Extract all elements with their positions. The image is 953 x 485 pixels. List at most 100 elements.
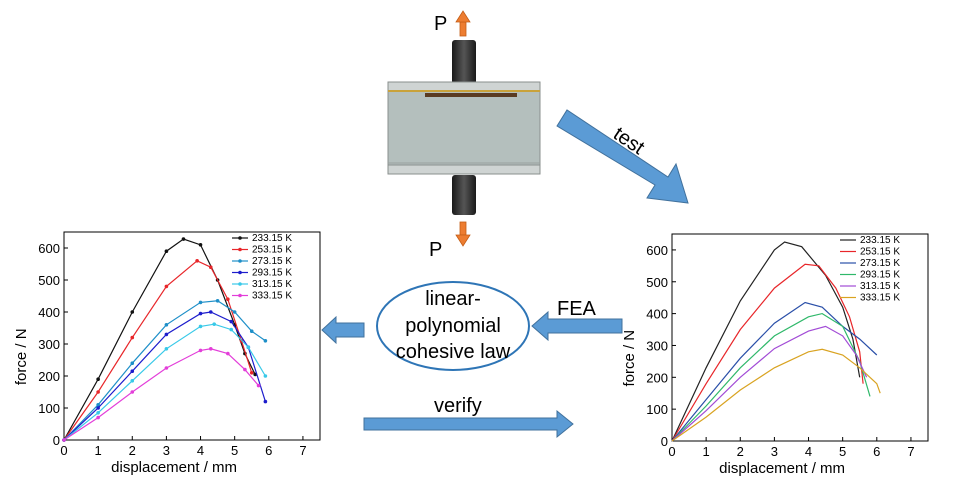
right-ytick-label: 500 bbox=[646, 275, 668, 290]
left-series-point bbox=[96, 411, 100, 415]
left-legend-marker bbox=[238, 270, 242, 275]
left-series-point bbox=[96, 406, 100, 410]
right-series-line bbox=[671, 348, 881, 442]
right-xtick-label: 1 bbox=[703, 444, 710, 459]
verify-label: verify bbox=[434, 395, 482, 417]
right-legend-label: 233.15 K bbox=[860, 235, 900, 246]
left-series-point bbox=[62, 438, 66, 442]
right-series-line bbox=[671, 325, 868, 442]
load-arrow-down bbox=[455, 221, 471, 247]
right-xaxis-label: displacement / mm bbox=[719, 460, 845, 477]
right-xtick-label: 2 bbox=[737, 444, 744, 459]
cohesive-law-line3: cohesive law bbox=[396, 341, 511, 363]
left-legend-label: 253.15 K bbox=[252, 245, 292, 256]
left-ytick-label: 500 bbox=[38, 273, 60, 288]
left-legend-label: 333.15 K bbox=[252, 291, 292, 302]
left-series-point bbox=[130, 369, 135, 374]
right-ytick-label: 300 bbox=[646, 338, 668, 353]
specimen-bottom-plate bbox=[387, 164, 541, 175]
left-ytick-label: 0 bbox=[53, 433, 60, 448]
left-series-line bbox=[63, 348, 260, 441]
left-series-point bbox=[208, 310, 213, 314]
left-arrow bbox=[321, 315, 365, 345]
left-series-point bbox=[181, 237, 186, 241]
right-yaxis-label: force / N bbox=[621, 330, 638, 387]
left-series-point bbox=[249, 371, 254, 375]
left-series-point bbox=[198, 348, 203, 353]
cohesive-law-line1: linear- bbox=[425, 288, 481, 310]
left-series-point bbox=[164, 332, 169, 337]
right-xtick-label: 3 bbox=[771, 444, 778, 459]
left-series-point bbox=[215, 299, 220, 303]
left-series-point bbox=[198, 300, 203, 305]
left-series-point bbox=[208, 265, 213, 270]
left-xtick-label: 3 bbox=[163, 443, 170, 458]
left-series-point bbox=[208, 347, 213, 351]
left-series-point bbox=[130, 390, 135, 394]
left-ytick-label: 600 bbox=[38, 241, 60, 256]
left-plot-frame bbox=[63, 231, 321, 441]
fea-label: FEA bbox=[557, 298, 597, 320]
initial-crack bbox=[425, 93, 517, 97]
left-series-point bbox=[198, 243, 203, 247]
left-series-point bbox=[130, 310, 135, 314]
left-legend-marker bbox=[238, 259, 242, 263]
right-legend-label: 273.15 K bbox=[860, 258, 900, 269]
left-series-line bbox=[63, 323, 266, 441]
right-xtick-label: 6 bbox=[873, 444, 880, 459]
left-series-point bbox=[164, 249, 169, 253]
left-ytick-label: 200 bbox=[38, 369, 60, 384]
left-xtick-label: 5 bbox=[231, 443, 238, 458]
right-ytick-label: 100 bbox=[646, 402, 668, 417]
left-ytick-label: 300 bbox=[38, 337, 60, 352]
left-xtick-label: 0 bbox=[60, 443, 67, 458]
right-legend-label: 313.15 K bbox=[860, 281, 900, 292]
left-legend-label: 233.15 K bbox=[252, 233, 292, 244]
left-xaxis-label: displacement / mm bbox=[111, 459, 237, 476]
left-series-point bbox=[198, 311, 203, 316]
left-series-point bbox=[263, 374, 268, 378]
left-series-point bbox=[243, 367, 247, 372]
left-series-point bbox=[229, 327, 234, 332]
left-series-point bbox=[164, 323, 169, 327]
left-series-point bbox=[96, 403, 100, 407]
left-ytick-label: 400 bbox=[38, 305, 60, 320]
left-series-point bbox=[130, 335, 135, 340]
left-yaxis-label: force / N bbox=[13, 328, 30, 385]
left-series-point bbox=[96, 415, 100, 420]
right-ytick-label: 400 bbox=[646, 307, 668, 322]
right-ytick-label: 600 bbox=[646, 243, 668, 258]
left-xtick-label: 6 bbox=[265, 443, 272, 458]
specimen-illustration bbox=[387, 40, 541, 215]
bottom-grip-rod bbox=[452, 175, 476, 215]
top-grip-rod bbox=[452, 40, 476, 84]
left-series-point bbox=[96, 390, 100, 394]
right-legend-label: 293.15 K bbox=[860, 270, 900, 281]
right-legend-label: 253.15 K bbox=[860, 247, 900, 258]
left-series-point bbox=[226, 297, 230, 302]
left-legend-marker bbox=[238, 236, 242, 240]
left-series-point bbox=[229, 319, 234, 324]
left-legend-marker bbox=[238, 247, 242, 252]
left-series-point bbox=[212, 322, 216, 326]
left-series-point bbox=[246, 345, 251, 350]
left-series-point bbox=[263, 339, 268, 343]
left-series-point bbox=[256, 383, 261, 388]
left-ytick-label: 100 bbox=[38, 401, 60, 416]
left-xtick-label: 7 bbox=[299, 443, 306, 458]
right-series-line bbox=[671, 241, 861, 442]
right-ytick-label: 0 bbox=[661, 434, 668, 449]
left-series-point bbox=[263, 399, 268, 404]
left-series-point bbox=[164, 284, 169, 289]
right-xtick-label: 5 bbox=[839, 444, 846, 459]
left-legend-label: 313.15 K bbox=[252, 279, 292, 290]
load-arrow-up bbox=[455, 10, 471, 37]
verify-arrow bbox=[363, 409, 574, 439]
left-series-point bbox=[164, 366, 169, 370]
right-ytick-label: 200 bbox=[646, 370, 668, 385]
cohesive-law-line2: polynomial bbox=[405, 315, 501, 337]
left-legend-label: 273.15 K bbox=[252, 256, 292, 267]
